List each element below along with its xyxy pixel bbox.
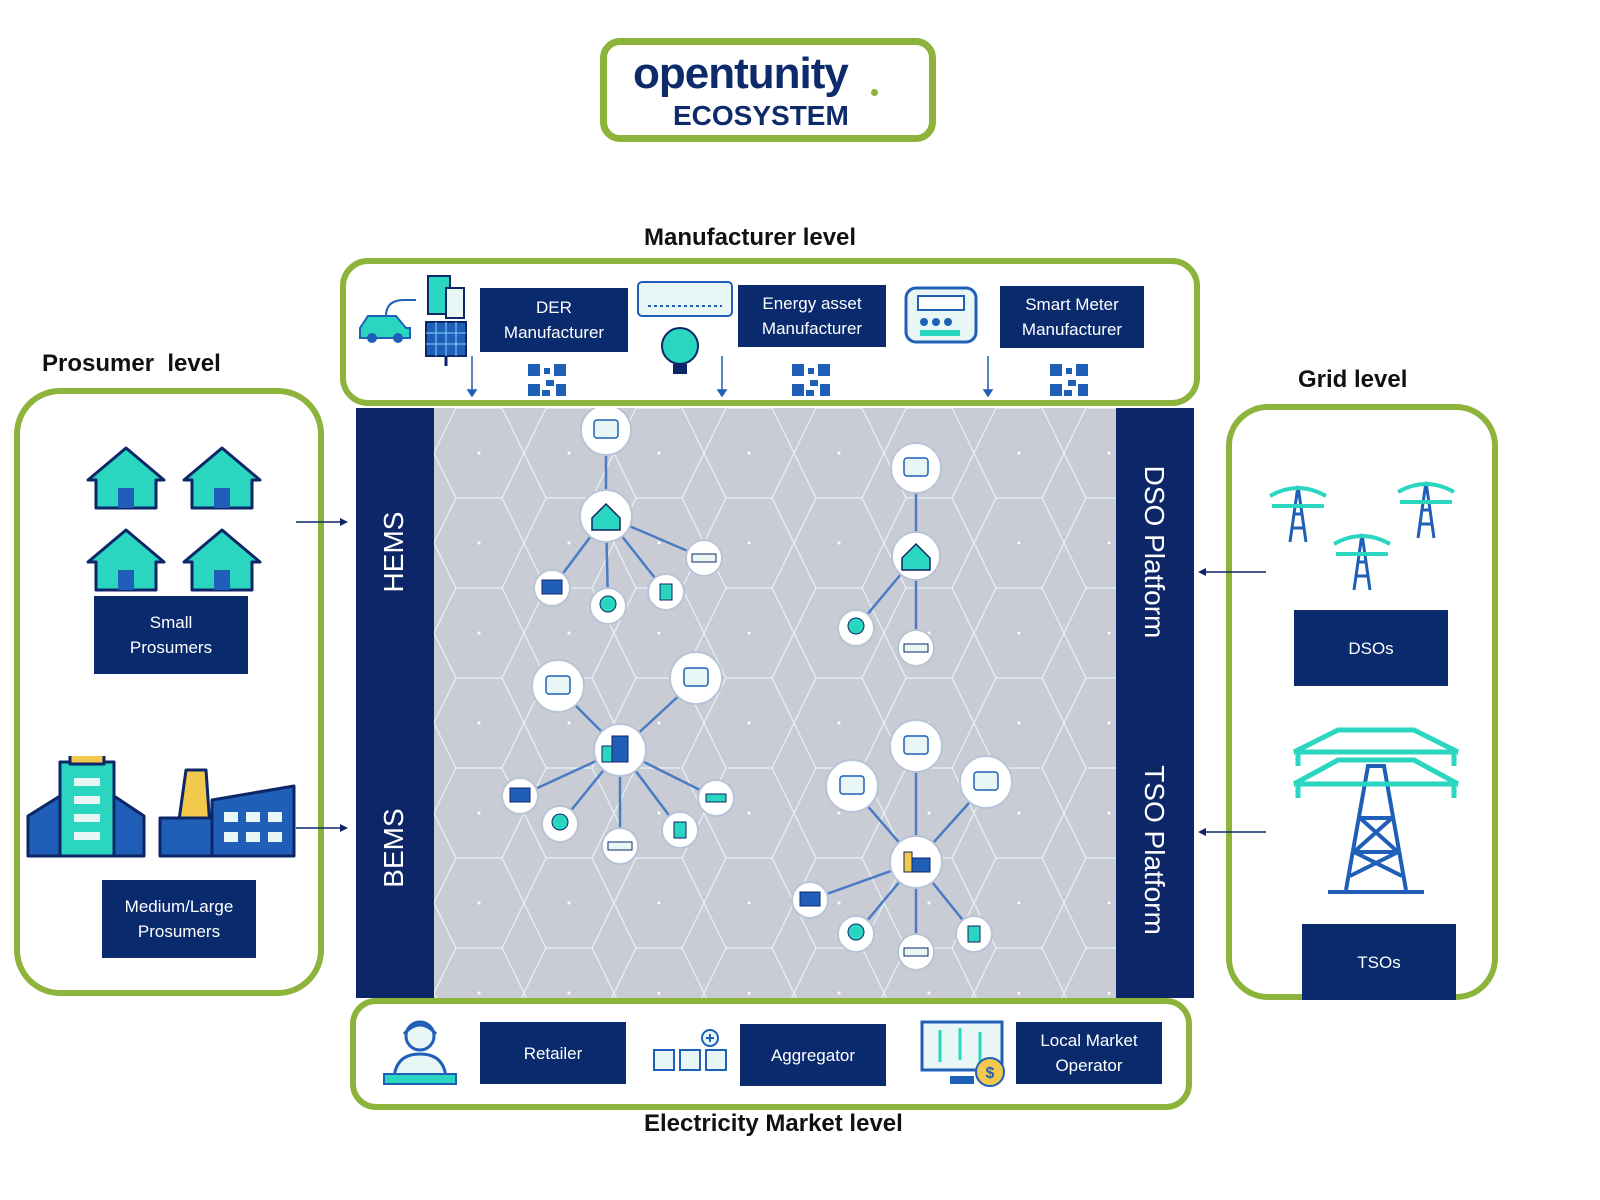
logo-word: opentunity	[633, 49, 849, 98]
bems-label: BEMS	[378, 808, 409, 888]
smart-meter-manufacturer-label: Smart Meter Manufacturer	[1000, 286, 1144, 348]
aggregator-icon	[653, 1029, 727, 1071]
dsos-label: DSOs	[1294, 610, 1448, 686]
medium-large-prosumers-label: Medium/Large Prosumers	[102, 880, 256, 958]
retailer-label: Retailer	[480, 1022, 626, 1084]
arrow-right-icon	[296, 824, 348, 832]
aggregator-label: Aggregator	[740, 1024, 886, 1086]
solar-panel-icon	[425, 321, 467, 366]
dso-platform-label: DSO Platform	[1139, 465, 1170, 639]
house-icons	[591, 502, 931, 571]
logo-sub: ECOSYSTEM	[673, 100, 849, 131]
electric-car-icon	[359, 299, 416, 343]
retailer-icon	[383, 1020, 457, 1085]
der-icon-group	[359, 275, 467, 366]
dso-platform-bar: DSO Platform	[1116, 408, 1194, 701]
transmission-tower-icon	[1292, 727, 1460, 894]
grid-box	[1226, 404, 1498, 1000]
distribution-towers-icon	[1269, 481, 1455, 591]
manufacturer-arrows	[466, 356, 994, 398]
tsos-label: TSOs	[1302, 924, 1456, 1000]
buildings-icon	[26, 756, 296, 858]
qr-code-icon	[792, 364, 830, 396]
hems-label: HEMS	[378, 511, 409, 593]
meter-icons	[545, 419, 999, 795]
houses-icon	[86, 446, 262, 592]
manufacturer-level-title: Manufacturer level	[644, 224, 857, 251]
battery-icon	[427, 275, 465, 319]
market-operator-icon: $	[920, 1020, 1005, 1087]
der-manufacturer-label: DER Manufacturer	[480, 288, 628, 352]
logo-dot-icon	[871, 89, 878, 96]
smart-meter-icon	[904, 286, 978, 344]
air-conditioner-icon	[637, 281, 733, 317]
qr-code-icon	[528, 364, 566, 396]
local-market-operator-label: Local Market Operator	[1016, 1022, 1162, 1084]
arrow-left-icon	[1198, 828, 1266, 836]
prosumer-level-title: Prosumer level	[42, 350, 221, 377]
arrow-right-icon	[296, 518, 348, 526]
tso-platform-label: TSO Platform	[1139, 765, 1170, 935]
light-bulb-icon	[661, 327, 699, 374]
arrow-left-icon	[1198, 568, 1266, 576]
energy-asset-manufacturer-label: Energy asset Manufacturer	[738, 285, 886, 347]
market-level-title: Electricity Market level	[644, 1110, 903, 1137]
qr-code-icon	[1050, 364, 1088, 396]
bems-bar: BEMS	[356, 696, 434, 998]
network-diagram	[501, 408, 1013, 971]
building-icons	[601, 735, 931, 873]
hems-bar: HEMS	[356, 408, 434, 697]
energy-asset-icon-group	[637, 281, 733, 374]
small-prosumers-label: Small Prosumers	[94, 596, 248, 674]
leaf-icons	[509, 553, 981, 957]
svg-text:$: $	[986, 1065, 995, 1082]
tso-platform-bar: TSO Platform	[1116, 700, 1194, 998]
grid-level-title: Grid level	[1298, 366, 1408, 393]
logo-box: opentunity ECOSYSTEM	[600, 38, 936, 142]
